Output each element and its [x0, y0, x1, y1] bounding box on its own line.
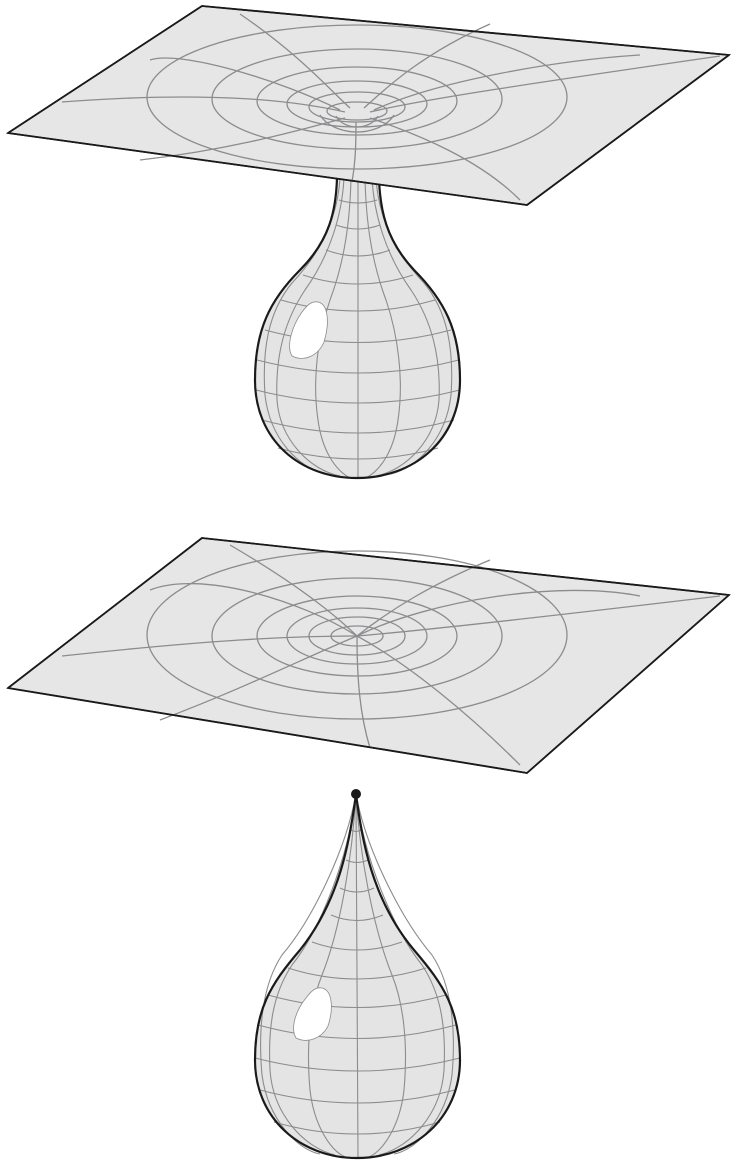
top-bulb-highlight [289, 301, 328, 359]
bottom-plane-border [7, 537, 730, 774]
top-plane [5, 5, 732, 206]
bottom-plane-radials [61, 544, 721, 766]
singularity-point-icon [351, 789, 361, 799]
bottom-plane [6, 537, 731, 774]
top-panel [5, 5, 732, 480]
bottom-bulb-highlight [293, 987, 332, 1041]
top-plane-surface [5, 5, 732, 206]
bottom-panel [6, 537, 731, 1160]
top-bulb-outline [253, 177, 462, 480]
top-bulb [253, 177, 462, 480]
bottom-bulb [253, 789, 462, 1160]
bottom-bulb-outline [253, 792, 462, 1160]
bottom-plane-rings [146, 550, 568, 720]
top-bulb-parallels [255, 199, 461, 460]
bottom-plane-surface [6, 537, 731, 774]
bottom-bulb-parallels [254, 829, 461, 1135]
top-plane-border [7, 5, 730, 206]
top-plane-radials [61, 13, 721, 201]
